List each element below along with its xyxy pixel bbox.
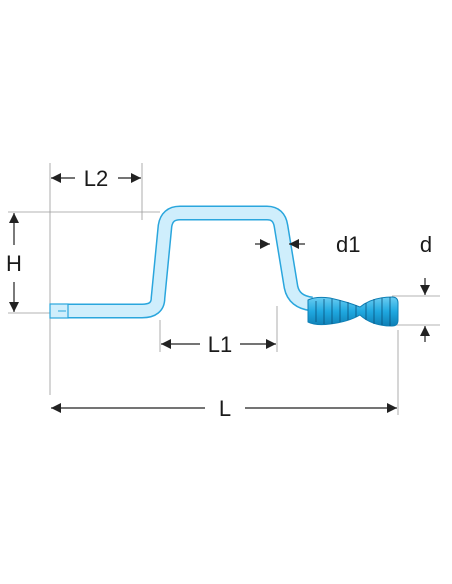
crank-rod — [49, 205, 314, 319]
handle-grip-ridges — [315, 297, 391, 326]
extension-lines — [8, 163, 440, 415]
dimension-labels: L2 H L1 d1 d L — [6, 166, 432, 421]
dimension-arrows — [9, 173, 430, 413]
label-l1: L1 — [208, 332, 232, 357]
label-l: L — [219, 396, 231, 421]
rod-body — [50, 207, 313, 317]
handle-grip — [307, 296, 399, 327]
label-d1: d1 — [336, 232, 360, 257]
rod-outline — [50, 205, 314, 319]
handle — [307, 296, 399, 327]
label-d: d — [420, 232, 432, 257]
label-h: H — [6, 251, 22, 276]
label-l2: L2 — [84, 166, 108, 191]
